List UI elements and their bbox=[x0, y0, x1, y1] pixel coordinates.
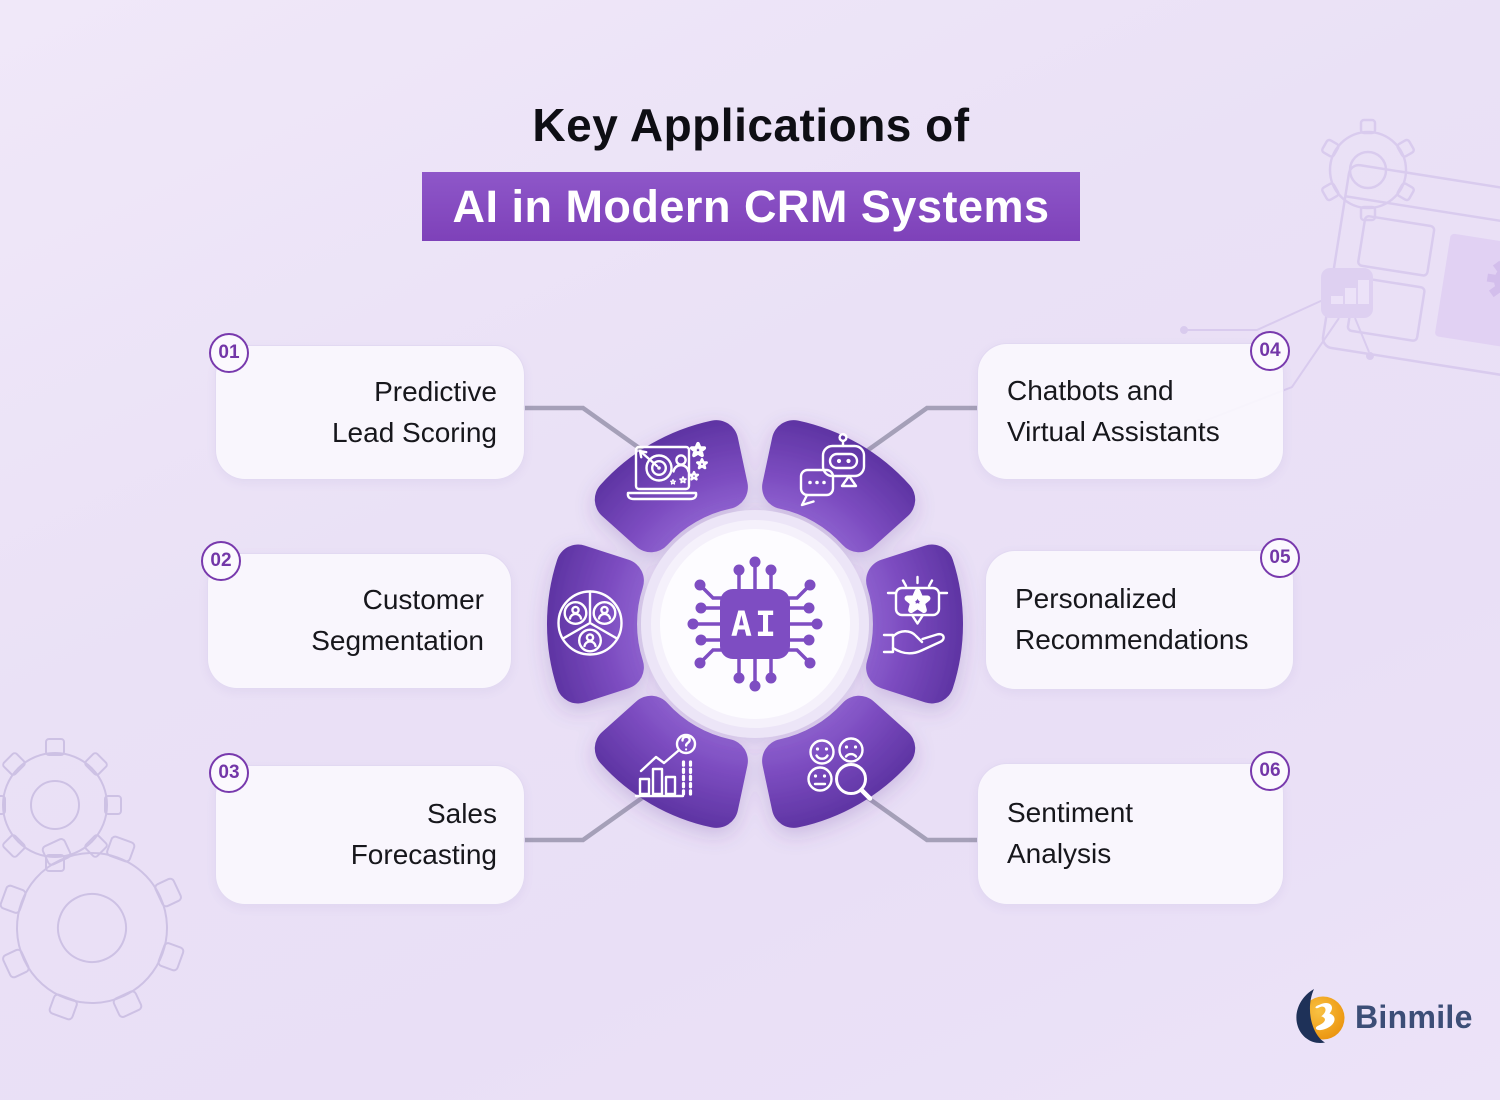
petal-01 bbox=[594, 420, 748, 553]
binmile-logo-icon bbox=[1296, 989, 1345, 1044]
number-badge-05: 05 bbox=[1260, 538, 1300, 578]
monitor-decoration bbox=[1180, 118, 1500, 427]
connector-04 bbox=[859, 405, 977, 457]
ai-chip-label: AI bbox=[731, 605, 779, 645]
number-badge-01: 01 bbox=[209, 333, 249, 373]
connector-06 bbox=[859, 791, 977, 843]
number-badge-04: 04 bbox=[1250, 331, 1290, 371]
recommendation-icon bbox=[882, 575, 949, 655]
page-title: Key Applications of bbox=[532, 99, 970, 151]
customer-segmentation-icon bbox=[557, 590, 623, 656]
petal-03 bbox=[594, 695, 748, 828]
petal-04 bbox=[762, 420, 916, 553]
lead-scoring-icon bbox=[626, 441, 708, 501]
gears-decoration bbox=[0, 738, 185, 1021]
connectors bbox=[523, 405, 977, 843]
number-badge-03: 03 bbox=[209, 753, 249, 793]
connector-03 bbox=[523, 791, 651, 843]
binmile-logo: Binmile bbox=[1292, 988, 1473, 1046]
binmile-logo-text: Binmile bbox=[1355, 998, 1473, 1035]
ai-chip-icon: AI bbox=[687, 556, 823, 692]
petal-05 bbox=[866, 544, 963, 704]
petal-06 bbox=[762, 695, 916, 828]
title-banner: AI in Modern CRM Systems bbox=[422, 172, 1080, 241]
number-badge-06: 06 bbox=[1250, 751, 1290, 791]
sentiment-analysis-icon bbox=[807, 737, 873, 801]
sales-forecasting-icon bbox=[634, 733, 697, 798]
chatbot-icon bbox=[799, 432, 866, 507]
number-badge-02: 02 bbox=[201, 541, 241, 581]
connector-01 bbox=[523, 405, 651, 457]
center-hub: AI bbox=[641, 510, 869, 738]
title-banner-text: AI in Modern CRM Systems bbox=[452, 180, 1050, 232]
